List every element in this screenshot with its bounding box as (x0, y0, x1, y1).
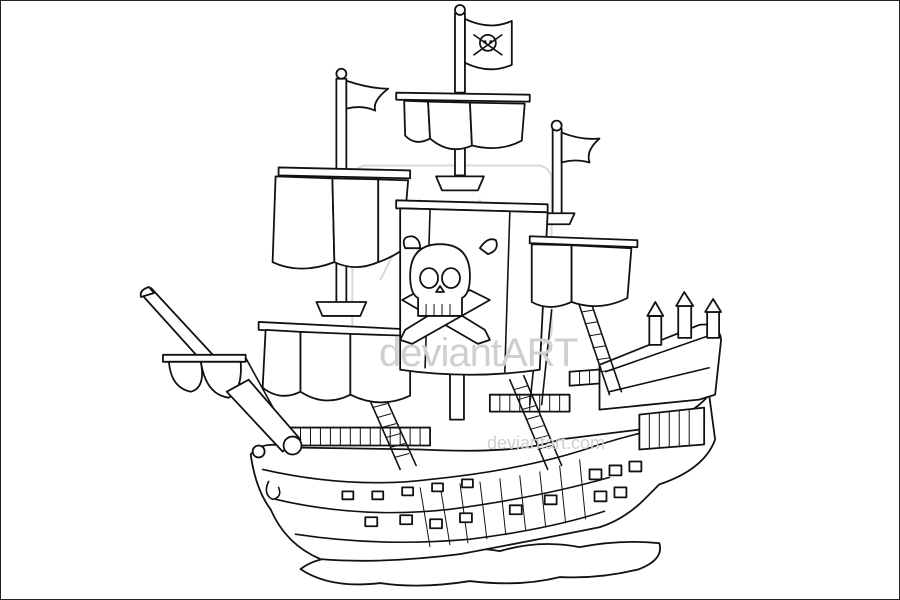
deck-railing (279, 364, 706, 451)
skull-crossbones-emblem (399, 235, 498, 345)
ship-hull (249, 393, 717, 562)
stern-castle (598, 291, 722, 411)
bow-cannon (225, 378, 303, 456)
hull-portholes (341, 460, 643, 530)
pennant-flags (345, 79, 601, 164)
crows-nests (315, 175, 576, 317)
aft-mast-sails (528, 235, 639, 308)
jolly-roger-flag (464, 18, 513, 71)
